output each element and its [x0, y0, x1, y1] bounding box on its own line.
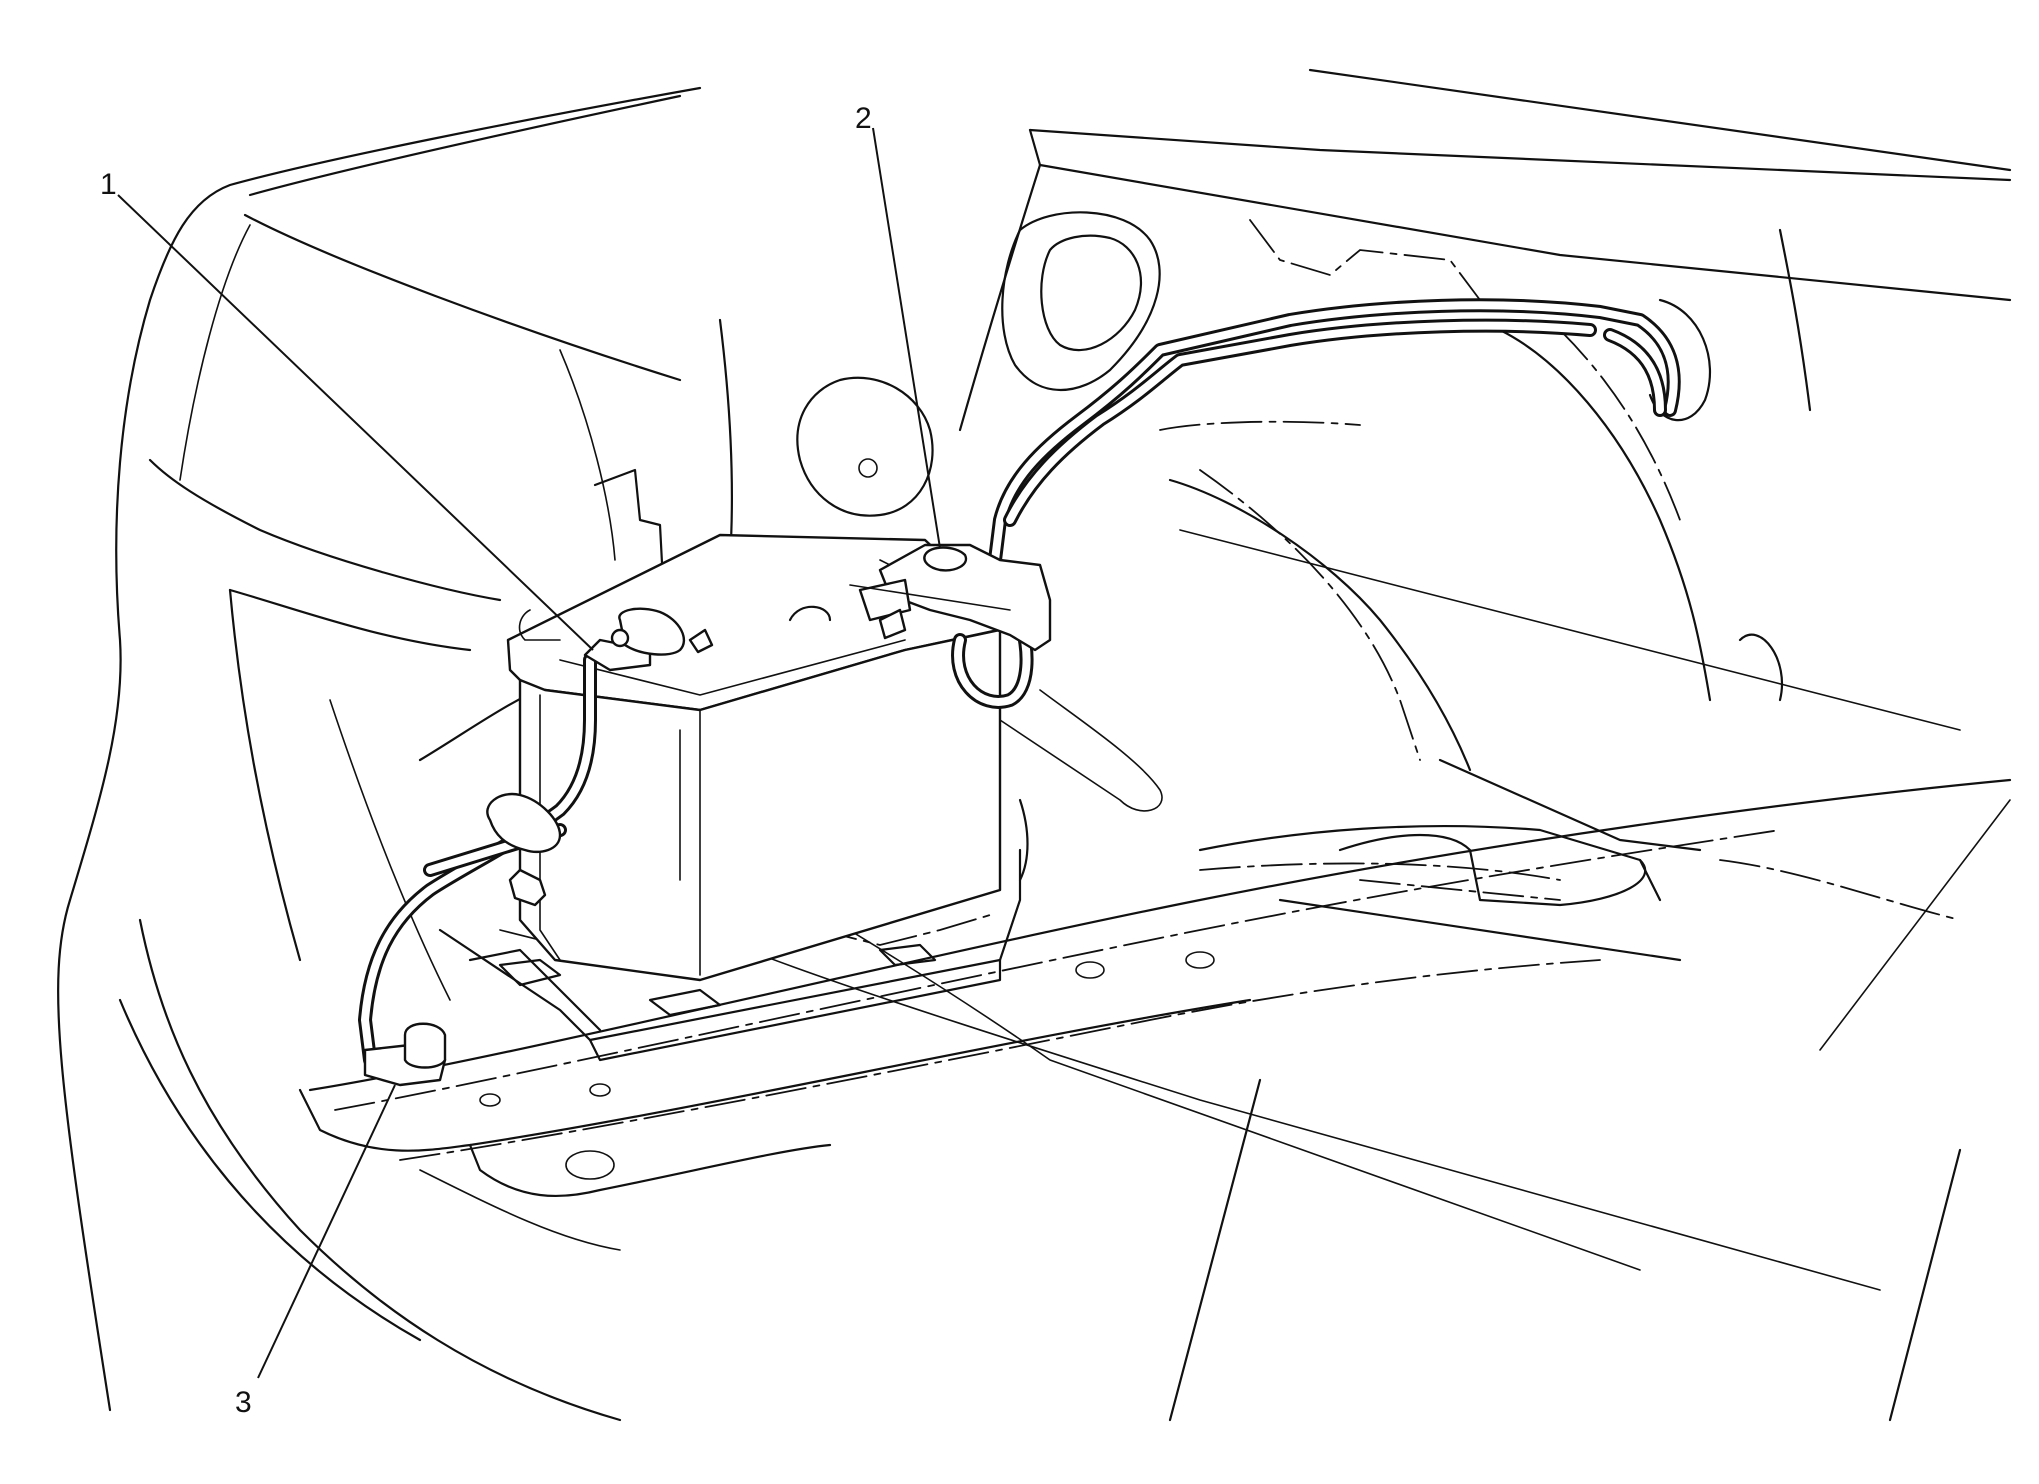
callout-3: 3 [235, 1386, 252, 1419]
rear-inner-panel [796, 68, 2012, 812]
leader-line-3 [257, 1084, 396, 1379]
leader-line-1 [117, 194, 594, 651]
leader-line-2 [872, 127, 941, 549]
callout-2: 2 [855, 102, 872, 135]
positive-cable [849, 298, 1681, 709]
negative-cable [358, 607, 714, 1087]
trunk-floor [298, 758, 2012, 1422]
trunk-body-outline [57, 86, 702, 1422]
callout-1: 1 [100, 168, 117, 201]
